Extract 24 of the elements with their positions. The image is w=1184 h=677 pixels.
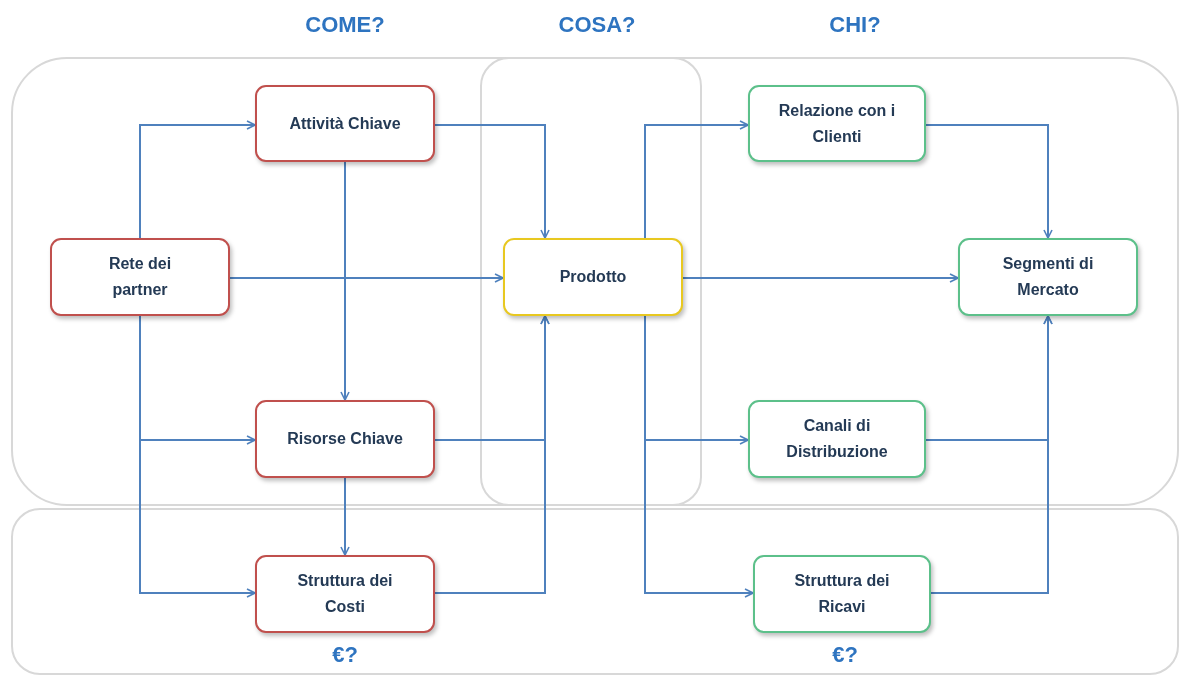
process-box: Attività Chiave — [255, 85, 435, 162]
currency-label: €? — [332, 642, 358, 668]
arrow — [434, 124, 550, 239]
process-box: Risorse Chiave — [255, 400, 435, 478]
currency-label: €? — [832, 642, 858, 668]
column-heading: COME? — [305, 12, 385, 38]
process-box: Struttura dei Costi — [255, 555, 435, 633]
process-box: Relazione con i Clienti — [748, 85, 926, 162]
process-box: Struttura dei Ricavi — [753, 555, 931, 633]
arrow — [930, 315, 1053, 594]
arrow — [644, 120, 749, 239]
process-box: Segmenti di Mercato — [958, 238, 1138, 316]
arrow — [434, 315, 550, 594]
process-box: Rete dei partner — [50, 238, 230, 316]
arrow — [340, 477, 350, 556]
column-heading: COSA? — [558, 12, 636, 38]
process-box: Prodotto — [503, 238, 683, 316]
column-heading: CHI? — [829, 12, 881, 38]
arrow — [340, 161, 350, 401]
arrow — [682, 273, 959, 283]
process-box: Canali di Distribuzione — [748, 400, 926, 478]
arrow — [139, 120, 256, 239]
arrow — [925, 124, 1053, 239]
arrow — [229, 273, 504, 283]
